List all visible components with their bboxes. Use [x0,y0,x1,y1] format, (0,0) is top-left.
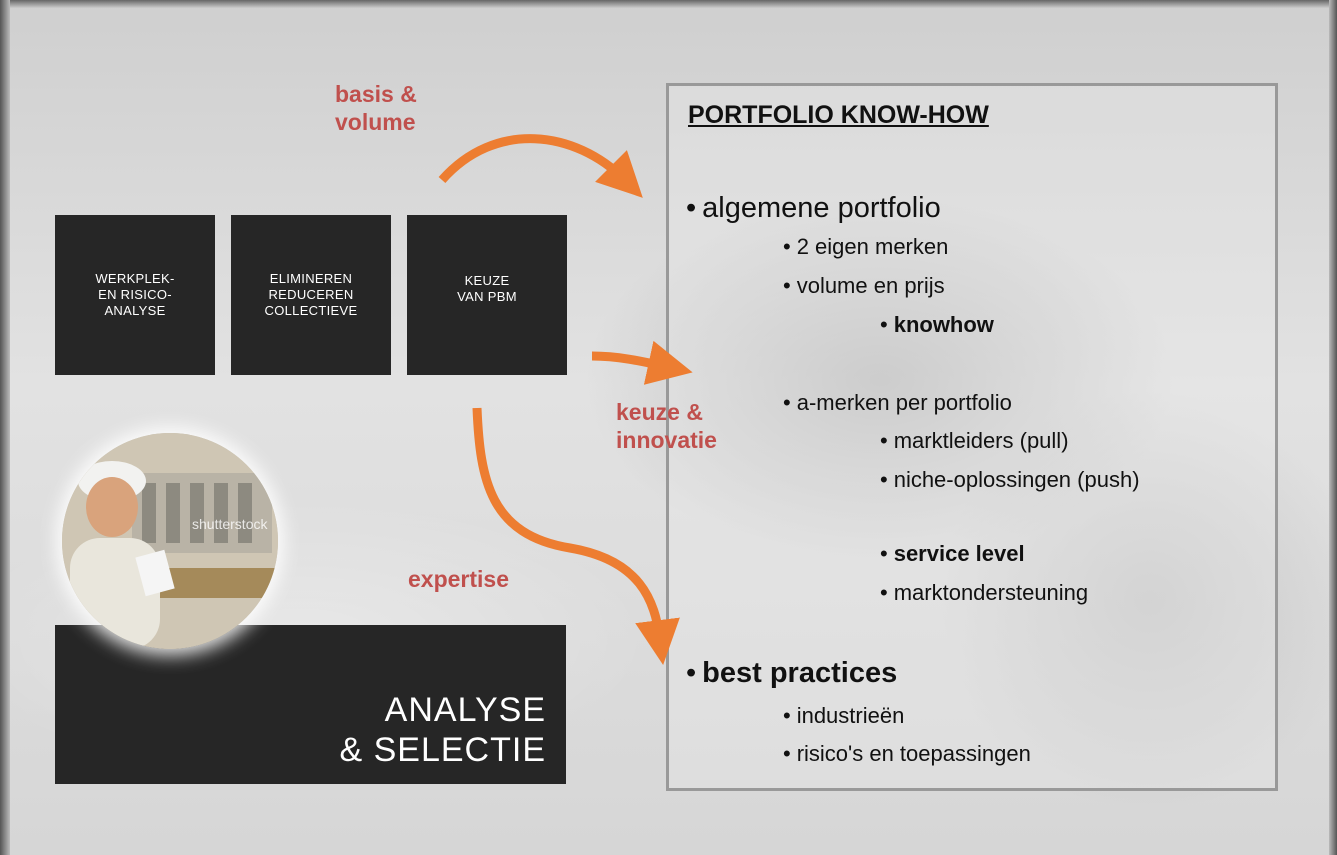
analyse-selectie-box: ANALYSE & SELECTIE [55,625,566,784]
label-keuze-innovatie: keuze & innovatie [616,399,717,453]
label-expertise: expertise [408,566,510,592]
arrow-basis-volume [438,134,643,198]
item-industrieen: •industrieën [783,703,905,728]
arrow-expertise [472,407,680,666]
item-marktleiders: •marktleiders (pull) [880,428,1069,453]
item-service-level: •service level [880,541,1025,566]
item-knowhow: •knowhow [880,312,994,337]
label-basis-volume: basis & volume [335,81,417,135]
worker-photo: shutterstock [62,433,278,649]
watermark-text: shutterstock [192,516,268,532]
process-box-werkplek: WERKPLEK- EN RISICO- ANALYSE [55,215,215,375]
process-box-elimineren: ELIMINEREN REDUCEREN COLLECTIEVE [231,215,391,375]
item-eigen-merken: •2 eigen merken [783,234,949,259]
top-edge-shade [0,0,1337,8]
right-edge-shade [1329,0,1337,855]
left-edge-shade [0,0,10,855]
item-niche: •niche-oplossingen (push) [880,467,1140,492]
worker-illustration: shutterstock [62,433,278,649]
item-marktondersteuning: •marktondersteuning [880,580,1089,605]
item-a-merken: •a-merken per portfolio [783,390,1012,415]
panel-title: PORTFOLIO KNOW-HOW [688,101,989,129]
item-algemene-portfolio: •algemene portfolio [686,192,941,224]
item-best-practices: •best practices [686,657,898,689]
item-volume-prijs: •volume en prijs [783,273,945,298]
item-risicos: •risico's en toepassingen [783,741,1031,766]
portfolio-panel [666,83,1278,791]
arrow-keuze-innovatie [591,340,693,385]
process-box-keuze-pbm: KEUZE VAN PBM [407,215,567,375]
